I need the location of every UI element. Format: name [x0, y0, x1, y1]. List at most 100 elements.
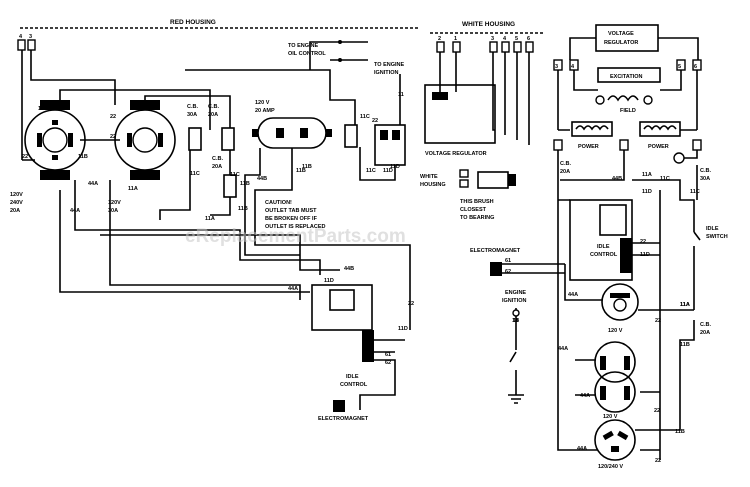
rt-t6: 6 [694, 64, 697, 70]
ignition-relay [374, 124, 406, 166]
cb-30a-l1: C.B. [187, 104, 198, 110]
wh-t3: 3 [491, 36, 494, 42]
power-terminal-left [553, 139, 563, 151]
wh-t6: 6 [527, 36, 530, 42]
left-wire-label-14: 11C [360, 114, 370, 120]
white-housing-small-l2: HOUSING [420, 182, 446, 188]
power-winding-b [639, 121, 681, 137]
wh-terminal-5 [513, 41, 522, 53]
field-brush-left [595, 95, 605, 105]
left-wire-label-11: 11B [240, 181, 250, 187]
terminal-4 [17, 39, 26, 51]
idle-switch-l2: SWITCH [706, 234, 728, 240]
brush-note-l1: THIS BRUSH [460, 199, 494, 205]
outlet-120v-20amp [252, 117, 332, 149]
outlet-120v-a-label: 120 V [608, 328, 623, 334]
wh-terminal-1 [452, 41, 461, 53]
caution-l3: OUTLET IS REPLACED [265, 224, 326, 230]
outlet-120-240-line2: 240V [10, 200, 23, 206]
cb-20a-d-l2: 20A [700, 330, 710, 336]
excitation-winding [597, 67, 661, 83]
voltage-regulator-box [595, 24, 659, 52]
left-wire-label-7: 22 [110, 134, 116, 140]
electromagnet-upper-label: ELECTROMAGNET [470, 248, 521, 254]
cb-30a-b-l1: C.B. [700, 168, 711, 174]
engine-ignition-l1: ENGINE [505, 290, 526, 296]
rt-t5: 5 [678, 64, 681, 70]
red-housing-label: RED HOUSING [170, 19, 216, 26]
right-wire-label-16: 22 [655, 458, 661, 464]
right-wire-label-2: 11D [642, 189, 652, 195]
vr-box-l1: VOLTAGE [608, 31, 634, 37]
left-wire-label-5: 44A [70, 208, 80, 214]
right-wire-label-4: 11D [640, 252, 650, 258]
outlet-120-240-line3: 20A [10, 208, 20, 214]
right-wire-label-10: 11C [660, 176, 670, 182]
idle-control-lower-l2: CONTROL [340, 382, 368, 388]
caution-l1: OUTLET TAB MUST [265, 208, 317, 214]
left-wire-label-20: 22 [372, 118, 378, 124]
cb-20a-b-l1: C.B. [212, 156, 223, 162]
cb-20a-c-l2: 20A [560, 169, 570, 175]
brush-terminal-6 [459, 169, 469, 178]
terminal-3-label: 3 [29, 34, 32, 40]
right-wire-label-17: 18 [513, 318, 519, 324]
power-terminal-mid [619, 139, 629, 151]
electromagnet-lower-label: ELECTROMAGNET [318, 416, 369, 422]
caution-title: CAUTION! [265, 200, 292, 206]
cb-20a-d-l1: C.B. [700, 322, 711, 328]
caution-l2: BE BROKEN OFF IF [265, 216, 318, 222]
idle-control-upper-l1: IDLE [597, 244, 610, 250]
wire-labels: 11222211A11B44A44A2211A11B11C11B11B44B11… [22, 92, 700, 464]
rating-20amp: 20 AMP [255, 108, 275, 114]
left-wire-label-29: 18 [512, 318, 518, 324]
left-wire-label-12: 11B [296, 168, 306, 174]
left-wire-label-18: 11C [190, 171, 200, 177]
electromagnet-lower [333, 400, 345, 412]
brush-holder [477, 171, 509, 189]
idle-control-lower-l1: IDLE [346, 374, 359, 380]
white-housing-label: WHITE HOUSING [462, 21, 515, 28]
terminal-3 [27, 39, 36, 51]
outlet-120v-b [594, 341, 636, 413]
right-wire-label-11: 11B [680, 342, 690, 348]
vr-box-l2: REGULATOR [604, 40, 638, 46]
power-b-label: POWER [648, 144, 669, 150]
voltage-regulator-caption: VOLTAGE REGULATOR [425, 151, 487, 157]
wh-t5: 5 [515, 36, 518, 42]
left-wire-label-0: 11 [38, 106, 44, 112]
right-wire-label-8: 22 [655, 318, 661, 324]
oil-control-l1: TO ENGINE [288, 43, 318, 49]
component-11c [344, 124, 358, 148]
right-wire-label-12: 44A [580, 393, 590, 399]
engine-ignition-l2: IGNITION [502, 298, 526, 304]
outlet-120-240v-20a [24, 100, 86, 180]
left-wire-label-15: 11D [390, 164, 400, 170]
wh-terminal-3 [489, 41, 498, 53]
left-wire-label-17: 44A [288, 286, 298, 292]
left-wire-label-10: 11C [230, 172, 240, 178]
outlet-120-240v [594, 419, 636, 461]
left-wire-label-24: 11D [383, 168, 393, 174]
left-wire-label-8: 11A [205, 216, 215, 222]
excitation-label: EXCITATION [610, 74, 643, 80]
outlet-120-30-line1: 120V [108, 200, 121, 206]
outlet-120-240v-label: 120/240 V [598, 464, 623, 470]
right-wire-label-14: 11B [675, 429, 685, 435]
idle-control-lower [311, 284, 374, 362]
right-wire-label-1: 11A [642, 172, 652, 178]
wh-t4: 4 [503, 36, 507, 42]
left-wire-label-4: 11B [78, 154, 88, 160]
right-wire-label-6: 62 [505, 269, 511, 275]
white-housing-small-l1: WHITE [420, 174, 438, 180]
left-wire-label-22: 11C [366, 168, 376, 174]
oil-control-l2: OIL CONTROL [288, 51, 326, 57]
brush-note-l2: CLOSEST [460, 207, 487, 213]
right-wire-label-9: 44A [568, 292, 578, 298]
cb-20a-b-l2: 20A [212, 164, 222, 170]
right-wire-label-19: 11A [680, 302, 690, 308]
outlet-120v-b-label: 120 V [603, 414, 618, 420]
breaker-20a-a [221, 127, 235, 151]
outlet-120v-30a [114, 100, 176, 180]
right-section: VOLTAGE REGULATOR 3 4 5 6 EXCITATION FIE… [553, 24, 728, 470]
